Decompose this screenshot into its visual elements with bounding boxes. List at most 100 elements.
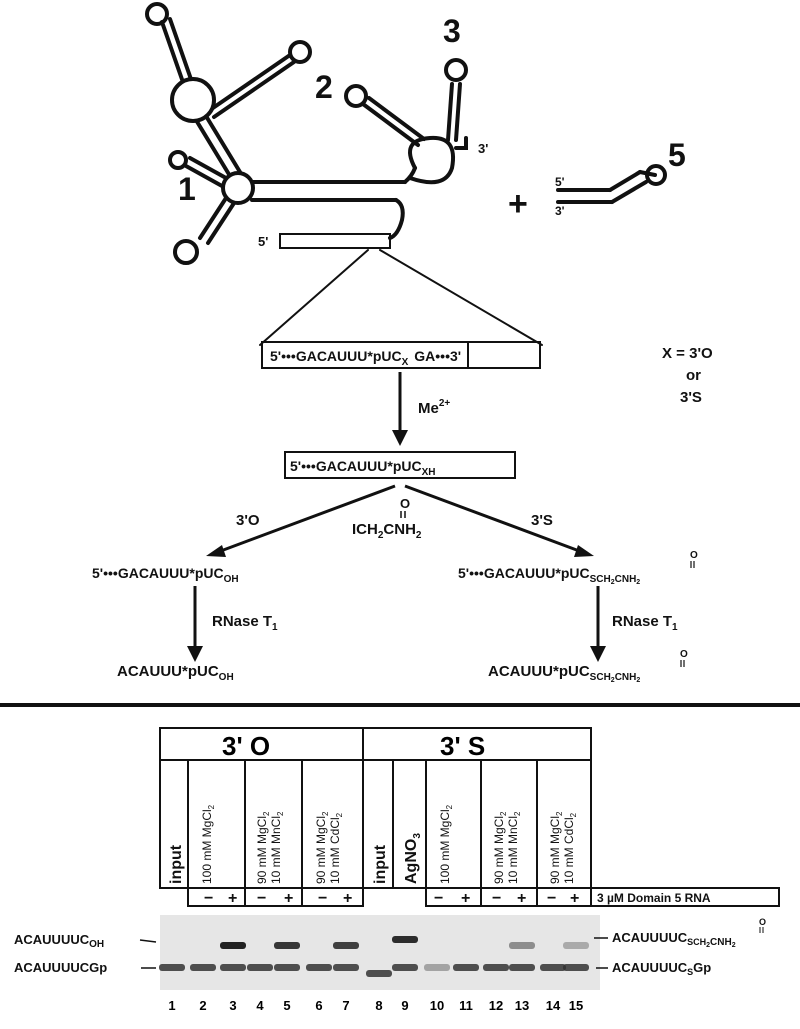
branch-right-label: 3'S: [531, 512, 553, 529]
gel-band-upper-lane-9: [392, 936, 418, 943]
gel-band-lower-lane-6: [306, 964, 332, 971]
rnase-arrow-right: [590, 586, 606, 662]
rnase-arrow-left: [187, 586, 203, 662]
domain-3-label: 3: [443, 13, 461, 49]
label-mg90-mn-3s-a: 90 mM MgCl2: [492, 811, 508, 884]
right-band-o: O: [759, 917, 766, 927]
section-divider: [0, 703, 800, 707]
domain-1-label: 1: [178, 171, 196, 207]
sign-lane-15: +: [570, 890, 579, 907]
gel-band-lower-lane-9: [392, 964, 418, 971]
reagent-o: O: [400, 496, 410, 511]
substrate-box: [261, 341, 541, 369]
final-right-o: O: [680, 649, 688, 660]
rnase-label-left: RNase T1: [212, 613, 278, 633]
lane-number-2: 2: [199, 998, 206, 1013]
group-header-3s: 3' S: [440, 731, 485, 761]
gel-band-lower-lane-4: [247, 964, 273, 971]
lane-number-15: 15: [569, 998, 583, 1013]
gel-band-upper-lane-13: [509, 942, 535, 949]
gel-band-lower-lane-8: [366, 970, 392, 977]
final-product-right: ACAUUU*pUCSCH2CNH2: [488, 663, 640, 684]
label-mg90-cd-3o-b: 10 mM CdCl2: [328, 812, 344, 884]
sign-lane-7: +: [343, 890, 352, 907]
lane-number-3: 3: [229, 998, 236, 1013]
five-prime-exon-box: [279, 233, 391, 249]
gel-band-lower-lane-10: [424, 964, 450, 971]
condition-labels: input 100 mM MgCl2 90 mM MgCl2 10 mM MnC…: [168, 804, 578, 884]
sign-lane-4: −: [257, 890, 266, 907]
lane-number-8: 8: [375, 998, 382, 1013]
domain5-label: 3 µM Domain 5 RNA: [597, 891, 711, 905]
branch-left-label: 3'O: [236, 512, 260, 529]
lane-number-4: 4: [256, 998, 264, 1013]
lane-number-12: 12: [489, 998, 503, 1013]
label-mg90-mn-3o-b: 10 mM MnCl2: [269, 811, 285, 884]
sign-lane-11: +: [461, 890, 470, 907]
gel-band-lower-lane-12: [483, 964, 509, 971]
gel-band-lower-lane-13: [509, 964, 535, 971]
sign-lane-10: −: [434, 890, 443, 907]
left-band-label-oh: ACAUUUUCOH: [14, 932, 104, 950]
left-band-label-gp: ACAUUUUCGp: [14, 960, 107, 975]
label-input-3o: input: [168, 844, 185, 884]
final-product-left: ACAUUU*pUCOH: [117, 663, 234, 683]
lane-number-7: 7: [342, 998, 349, 1013]
main-helix: [250, 166, 417, 240]
arrow-me2plus: [392, 372, 408, 446]
gel-background: [160, 915, 600, 990]
branch-arrow-left: [206, 484, 396, 557]
gel-band-lower-lane-1: [159, 964, 185, 971]
domain-5-structure: [556, 164, 667, 204]
label-input-3s: input: [372, 844, 389, 884]
domain-2-label: 2: [315, 69, 333, 105]
gel-band-upper-lane-5: [274, 942, 300, 949]
domain-1-structure: [145, 2, 312, 265]
gel-band-lower-lane-3: [220, 964, 246, 971]
product-left: 5'•••GACAUUU*pUCOH: [92, 565, 239, 585]
sign-row: − + − + − + − + − + − +: [204, 890, 579, 907]
label-mg100-3o: 100 mM MgCl2: [200, 804, 216, 884]
gel-band-lower-lane-5: [274, 964, 300, 971]
gel-band-lower-lane-7: [333, 964, 359, 971]
domain-5-label: 5: [668, 137, 686, 173]
label-mg90-cd-3s-a: 90 mM MgCl2: [548, 811, 564, 884]
right-band-label-sch2: ACAUUUUCSCH2CNH2: [612, 930, 736, 949]
domain-2-3-structure: [344, 58, 468, 185]
gel-band-upper-lane-3: [220, 942, 246, 949]
intermediate-sequence: 5'•••GACAUUU*pUCXH: [290, 458, 436, 478]
gel-band-lower-lane-14: [540, 964, 566, 971]
d5-five-prime-label: 5': [555, 175, 565, 189]
x-note-line1: X = 3'O: [662, 345, 713, 362]
gel-band-upper-lane-7: [333, 942, 359, 949]
sign-lane-14: −: [547, 890, 556, 907]
product-right: 5'•••GACAUUU*pUCSCH2CNH2: [458, 565, 640, 586]
lane-number-5: 5: [283, 998, 290, 1013]
lane-number-10: 10: [430, 998, 444, 1013]
x-note-line3: 3'S: [680, 389, 702, 406]
lane-number-1: 1: [168, 998, 175, 1013]
sign-lane-3: +: [228, 890, 237, 907]
sign-lane-6: −: [318, 890, 327, 907]
x-note-line2: or: [686, 367, 701, 384]
three-prime-end-label: 3': [478, 141, 488, 156]
d5-three-prime-label: 3': [555, 204, 565, 218]
label-mg90-cd-3o-a: 90 mM MgCl2: [314, 811, 330, 884]
me2plus-label: Me2+: [418, 398, 450, 417]
product-right-o: O: [690, 550, 698, 561]
reagent-formula: ICH2CNH2: [352, 521, 422, 541]
group-header-3o: 3' O: [222, 731, 270, 761]
right-band-label-sgp: ACAUUUUCSGp: [612, 960, 711, 977]
label-mg90-mn-3s-b: 10 mM MnCl2: [506, 811, 522, 884]
five-prime-end-label: 5': [258, 234, 268, 249]
gel-band-lower-lane-11: [453, 964, 479, 971]
gel-bands: [159, 936, 589, 977]
sign-lane-13: +: [517, 890, 526, 907]
sign-lane-2: −: [204, 890, 213, 907]
gel-band-upper-lane-15: [563, 942, 589, 949]
gel-header: [159, 727, 780, 907]
lane-number-14: 14: [546, 998, 561, 1013]
